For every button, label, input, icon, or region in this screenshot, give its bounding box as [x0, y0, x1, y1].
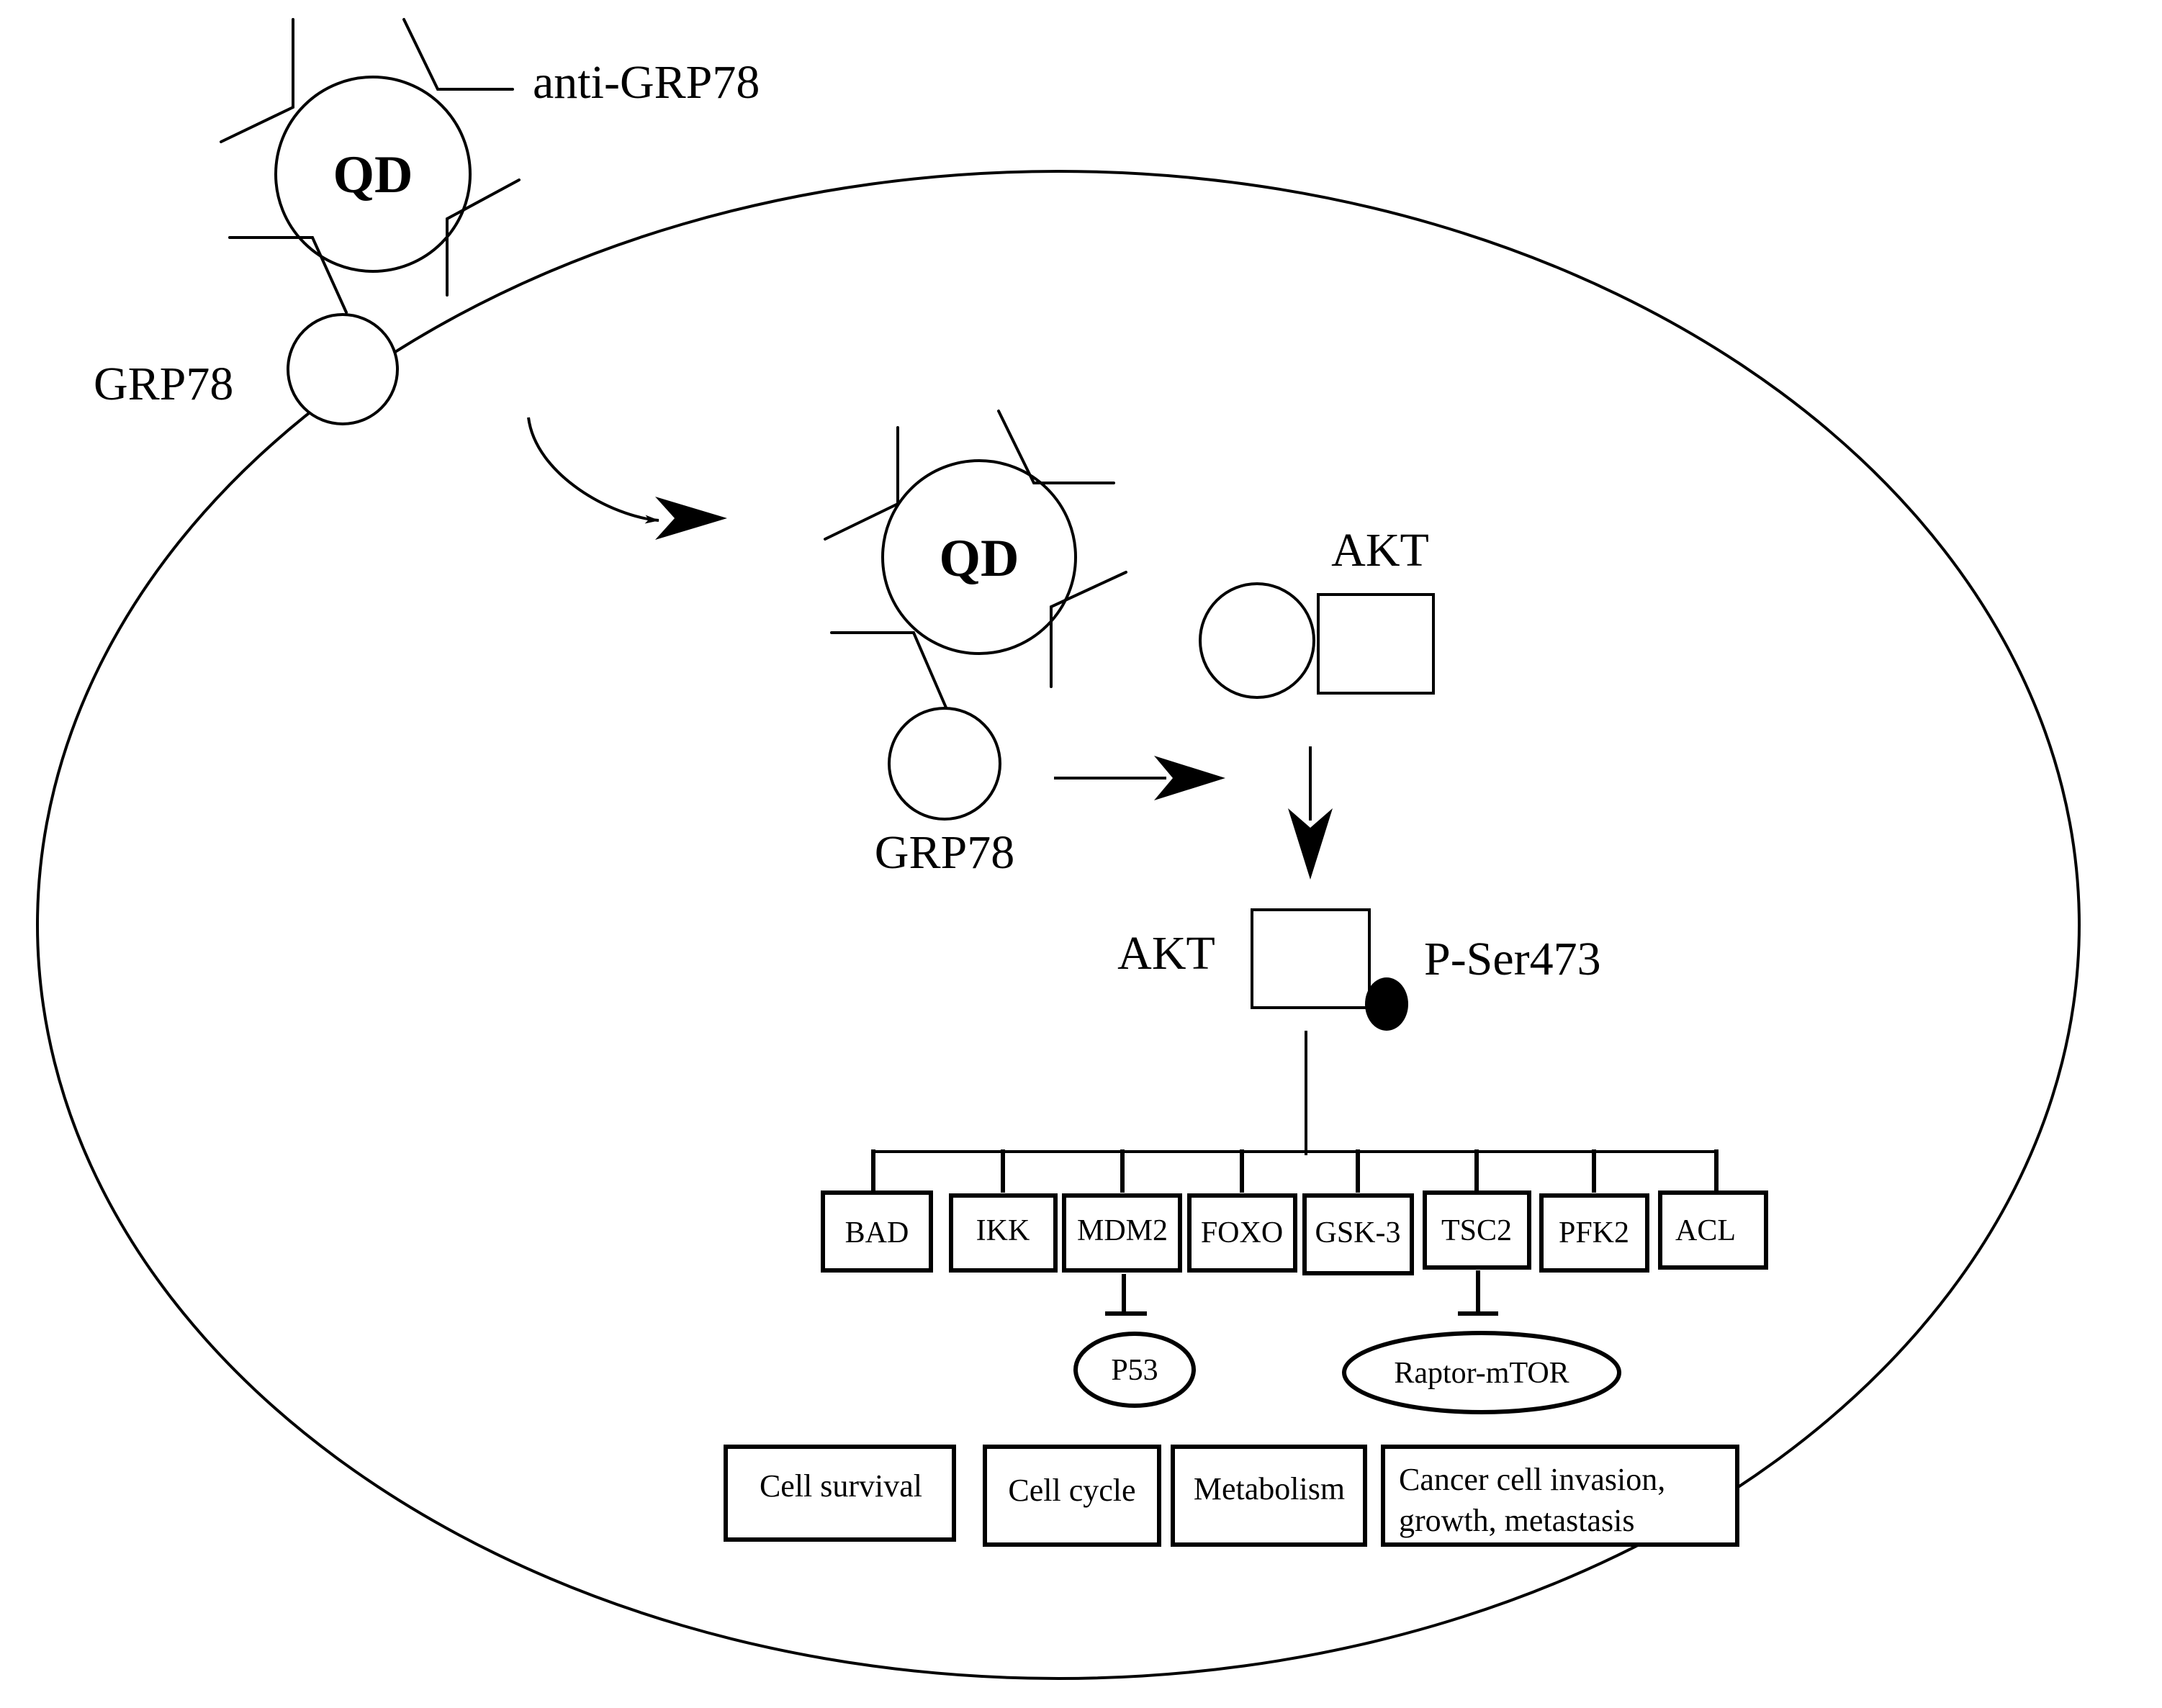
- akt-activation-arrowhead: [1288, 808, 1333, 880]
- akt-complex: AKT: [1199, 524, 1435, 699]
- target-ikk: IKK: [949, 1193, 1058, 1273]
- phosphate-dot: [1365, 977, 1408, 1031]
- target-pfk2: PFK2: [1539, 1193, 1649, 1273]
- target-tsc2: TSC2: [1423, 1190, 1531, 1270]
- outer-qd-circle: [274, 76, 472, 273]
- outcome-cell-survival: Cell survival: [724, 1445, 956, 1542]
- raptor-mtor-node: Raptor-mTOR: [1342, 1331, 1621, 1414]
- target-bad: BAD: [821, 1190, 933, 1273]
- akt-active-complex: AKT P-Ser473: [1117, 908, 1601, 1031]
- cell-membrane: [36, 170, 2081, 1680]
- outcome-metabolism: Metabolism: [1171, 1445, 1367, 1547]
- outcome-cancer-line1: Cancer cell invasion,: [1399, 1462, 1665, 1497]
- internalization-arrowhead: [655, 497, 727, 540]
- target-tsc2-label: TSC2: [1441, 1214, 1512, 1247]
- outcome-cell-cycle: Cell cycle: [983, 1445, 1161, 1547]
- akt-active-label: AKT: [1117, 927, 1215, 980]
- phospho-site-label: P-Ser473: [1424, 933, 1601, 985]
- grp78-surface-label: GRP78: [94, 358, 233, 410]
- grp78-surface-circle: [287, 313, 399, 425]
- akt-partner-circle: [1199, 582, 1315, 699]
- akt-target-tree: [873, 1031, 1716, 1155]
- outer-antibody-lines: [220, 18, 521, 314]
- outcome-metabolism-label: Metabolism: [1194, 1471, 1345, 1506]
- target-mdm2-label: MDM2: [1077, 1214, 1168, 1247]
- inhibition-bars: [1105, 1270, 1498, 1316]
- outcomes: Cell survival Cell cycle Metabolism Canc…: [724, 1445, 1739, 1547]
- outer-qd-complex: QD: [220, 18, 521, 314]
- target-gsk3: GSK-3: [1302, 1193, 1414, 1275]
- inner-qd-label: QD: [940, 529, 1019, 588]
- akt-target-ticks: [871, 1149, 1719, 1193]
- target-bad-label: BAD: [845, 1216, 909, 1250]
- inner-antibody-lines: [824, 410, 1127, 709]
- inner-qd-circle: [881, 459, 1077, 655]
- outcome-cancer-line2: growth, metastasis: [1399, 1503, 1635, 1538]
- outcome-cell-survival-label: Cell survival: [760, 1468, 922, 1504]
- target-ikk-label: IKK: [976, 1214, 1030, 1247]
- raptor-mtor-label: Raptor-mTOR: [1394, 1357, 1569, 1390]
- grp78-to-akt-arrowhead: [1154, 756, 1225, 800]
- target-acl: ACL: [1658, 1190, 1768, 1270]
- akt-targets: BAD IKK MDM2 FOXO GSK-3 TSC2 PFK2 ACL: [821, 1190, 1768, 1275]
- target-foxo: FOXO: [1187, 1193, 1297, 1273]
- outcome-cancer: Cancer cell invasion, growth, metastasis: [1381, 1445, 1739, 1547]
- target-mdm2: MDM2: [1062, 1193, 1182, 1273]
- akt-top-label: AKT: [1331, 524, 1429, 577]
- p53-label: P53: [1111, 1354, 1158, 1387]
- internalization-arrow: [527, 417, 659, 524]
- inner-qd-complex: QD GRP78: [824, 410, 1127, 879]
- akt-top-box: [1317, 593, 1435, 695]
- target-gsk3-label: GSK-3: [1315, 1216, 1400, 1250]
- target-acl-label: ACL: [1675, 1214, 1736, 1247]
- akt-active-box: [1251, 908, 1371, 1009]
- outer-qd-label: QD: [333, 145, 413, 204]
- p53-node: P53: [1073, 1332, 1196, 1408]
- target-foxo-label: FOXO: [1201, 1216, 1283, 1250]
- anti-grp78-label: anti-GRP78: [533, 56, 760, 109]
- grp78-internal-circle: [888, 707, 1001, 821]
- outcome-cell-cycle-label: Cell cycle: [1008, 1473, 1135, 1508]
- target-pfk2-label: PFK2: [1559, 1216, 1629, 1250]
- grp78-internal-label: GRP78: [875, 826, 1014, 879]
